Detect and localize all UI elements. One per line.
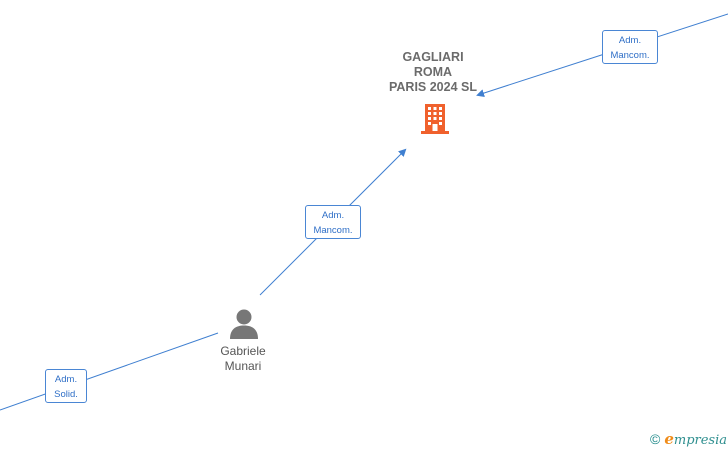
building-icon[interactable]	[418, 102, 452, 136]
copyright-icon: ©	[650, 431, 661, 447]
relation-label-line-2: Solid.	[54, 389, 78, 400]
person-name-line-2: Munari	[224, 359, 262, 373]
company-name[interactable]: GAGLIARI ROMA PARIS 2024 SL	[380, 50, 486, 95]
person-name[interactable]: Gabriele Munari	[200, 344, 286, 374]
relation-label-top[interactable]: Adm. Mancom.	[602, 30, 658, 64]
person-icon[interactable]	[227, 308, 261, 340]
edge-person-to-left	[0, 332, 219, 411]
brand-logo-letter: e	[664, 430, 674, 448]
brand-logo-text: mpresia	[673, 433, 728, 448]
relation-label-line-1: Adm.	[618, 35, 642, 46]
company-name-line-3: PARIS 2024 SL	[388, 80, 477, 94]
relation-label-line-2: Mancom.	[313, 225, 353, 236]
relation-label-middle[interactable]: Adm. Mancom.	[305, 205, 361, 239]
person-name-line-1: Gabriele	[220, 344, 266, 358]
company-name-line-2: ROMA	[413, 65, 453, 79]
company-name-line-1: GAGLIARI	[402, 50, 464, 64]
empresia-credit: ©empresia	[650, 430, 727, 448]
relation-label-line-2: Mancom.	[610, 50, 650, 61]
relation-label-lower[interactable]: Adm. Solid.	[45, 369, 87, 403]
relation-label-line-1: Adm.	[54, 374, 78, 385]
relation-label-line-1: Adm.	[321, 210, 345, 221]
